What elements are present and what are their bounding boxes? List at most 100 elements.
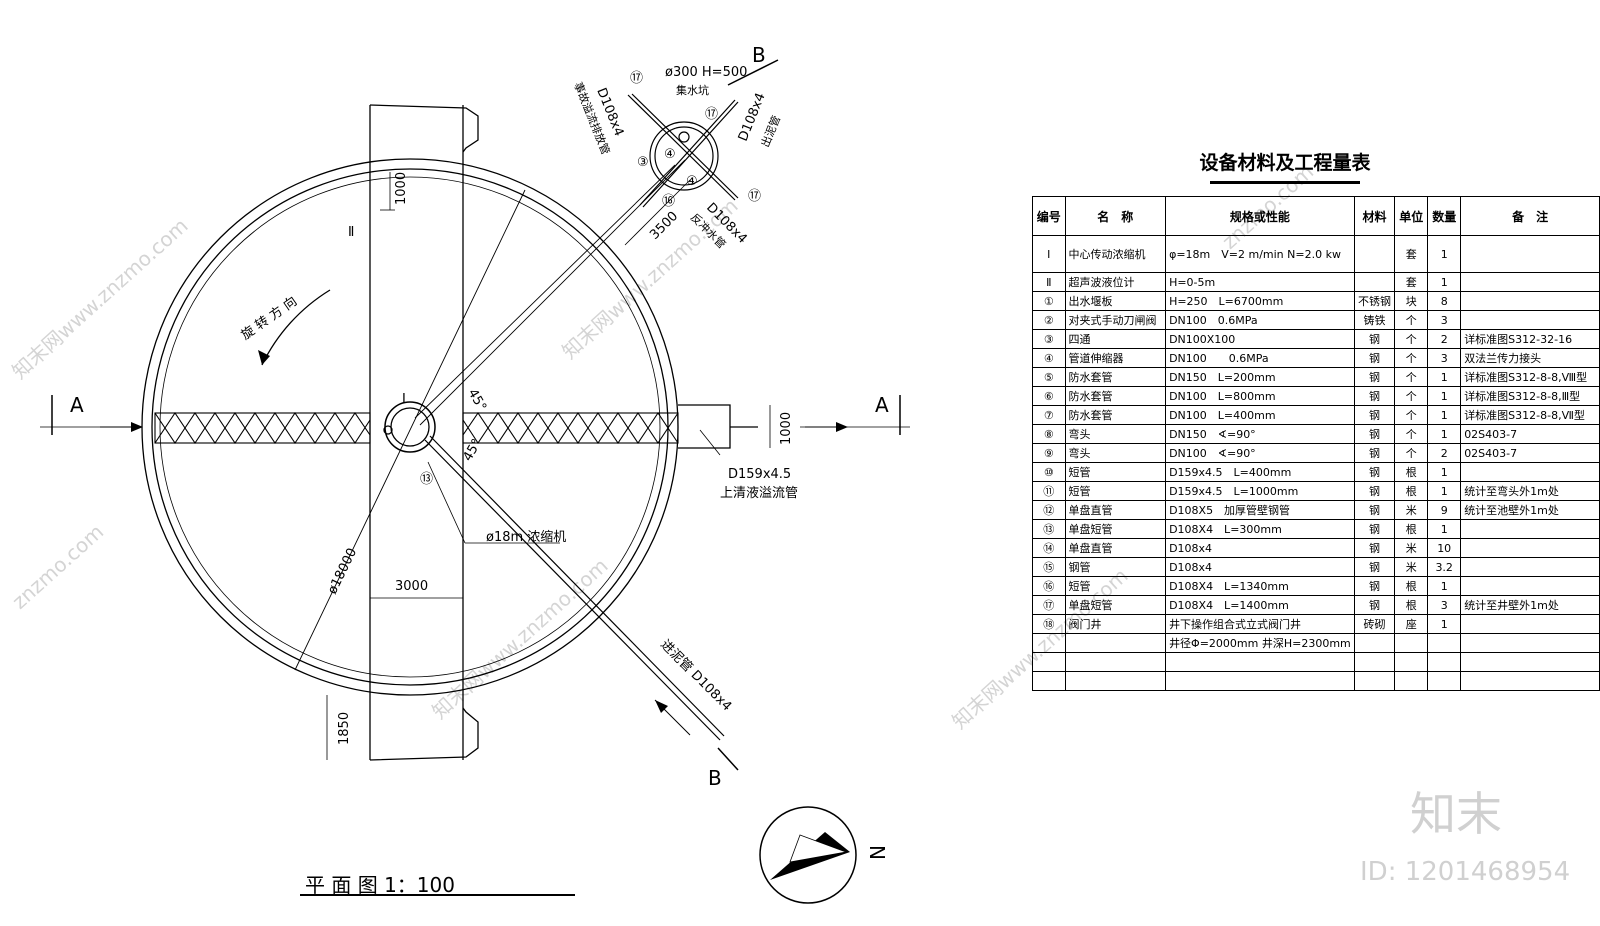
table-cell: 钢 xyxy=(1353,386,1396,406)
table-cell: 对夹式手动刀闸阀 xyxy=(1064,310,1167,330)
table-cell: 1 xyxy=(1427,405,1462,425)
table-cell: 1 xyxy=(1427,576,1462,596)
table-cell: ⑦ xyxy=(1032,405,1066,425)
table-cell: D108x4 xyxy=(1165,557,1355,577)
table-cell: D108X4 L=1340mm xyxy=(1165,576,1355,596)
table-cell xyxy=(1460,557,1600,577)
angle-45-lower: 45° xyxy=(460,437,485,464)
dim-3000: 3000 xyxy=(395,579,428,594)
table-header: 编号 名 称 规格或性能 材料 单位 数量 备 注 xyxy=(1032,196,1600,236)
table-cell xyxy=(1394,671,1429,691)
table-cell: 1 xyxy=(1427,462,1462,482)
table-cell: φ=18m V=2 m/min N=2.0 kw xyxy=(1165,235,1355,273)
plan-labels: A A B B ø18000 3000 1000 1000 1850 3500 … xyxy=(70,43,889,897)
table-row xyxy=(1032,671,1600,691)
table-cell xyxy=(1394,633,1429,653)
callout-4b: ④ xyxy=(686,174,698,189)
table-cell: DN150 ∢=90° xyxy=(1165,424,1355,444)
table-cell: 钢 xyxy=(1353,367,1396,387)
table-cell: DN100 ∢=90° xyxy=(1165,443,1355,463)
table-cell: 超声波液位计 xyxy=(1064,272,1167,292)
table-cell: ① xyxy=(1032,291,1066,311)
table-cell: 1 xyxy=(1427,424,1462,444)
table-cell: 1 xyxy=(1427,386,1462,406)
table-cell: 双法兰传力接头 xyxy=(1460,348,1600,368)
north-label: N xyxy=(865,845,889,860)
table-cell xyxy=(1460,235,1600,273)
table-cell: 2 xyxy=(1427,329,1462,349)
table-cell xyxy=(1460,633,1600,653)
table-cell xyxy=(1460,462,1600,482)
table-cell xyxy=(1427,671,1462,691)
table-cell: DN100 0.6MPa xyxy=(1165,348,1355,368)
overflow-name: 上清液溢流管 xyxy=(720,486,798,501)
table-cell xyxy=(1032,633,1066,653)
table-cell: 1 xyxy=(1427,519,1462,539)
table-cell: 9 xyxy=(1427,500,1462,520)
callout-17b: ⑰ xyxy=(705,107,718,122)
table-row xyxy=(1032,652,1600,672)
table-cell: 根 xyxy=(1394,576,1429,596)
table-cell: 钢 xyxy=(1353,576,1396,596)
table-cell: ⑪ xyxy=(1032,481,1066,501)
callout-II: Ⅱ xyxy=(348,225,354,240)
callout-3: ③ xyxy=(637,155,649,170)
table-cell: 根 xyxy=(1394,519,1429,539)
watermark-text: 知末网www.znzmo.com xyxy=(7,214,192,384)
table-cell: 单盘直管 xyxy=(1064,500,1167,520)
pipe-lines xyxy=(40,59,910,771)
table-cell: 根 xyxy=(1394,595,1429,615)
table-cell: 详标准图S312-8-8,Ⅷ型 xyxy=(1460,367,1600,387)
table-cell: 个 xyxy=(1394,424,1429,444)
table-cell: 钢 xyxy=(1353,500,1396,520)
section-b-bottom: B xyxy=(708,766,722,790)
table-cell: D108X5 加厚管壁钢管 xyxy=(1165,500,1355,520)
table-cell: 不锈钢 xyxy=(1353,291,1396,311)
table-cell: 砖砌 xyxy=(1353,614,1396,634)
table-cell: 根 xyxy=(1394,481,1429,501)
table-cell: 防水套管 xyxy=(1064,386,1167,406)
table-cell: 统计至弯头外1m处 xyxy=(1460,481,1600,501)
table-cell xyxy=(1394,652,1429,672)
table-cell: 铸铁 xyxy=(1353,310,1396,330)
tank-outer-wall xyxy=(141,158,679,696)
table-cell xyxy=(1427,652,1462,672)
table-cell: 短管 xyxy=(1064,481,1167,501)
table-cell xyxy=(1353,633,1396,653)
table-cell: 块 xyxy=(1394,291,1429,311)
table-cell: 钢 xyxy=(1353,557,1396,577)
table-cell xyxy=(1460,519,1600,539)
table-cell: 米 xyxy=(1394,500,1429,520)
header-cell: 名 称 xyxy=(1064,196,1167,236)
table-cell xyxy=(1032,671,1066,691)
table-cell: 10 xyxy=(1427,538,1462,558)
table-cell xyxy=(1165,671,1355,691)
table-cell: 02S403-7 xyxy=(1460,424,1600,444)
table-cell: 出水堰板 xyxy=(1064,291,1167,311)
thickener-label: ø18m 浓缩机 xyxy=(486,529,566,545)
table-cell: 统计至池壁外1m处 xyxy=(1460,500,1600,520)
north-arrow xyxy=(759,806,857,904)
table-cell: ⑧ xyxy=(1032,424,1066,444)
table-cell: 3 xyxy=(1427,310,1462,330)
table-cell: Ⅰ xyxy=(1032,235,1066,273)
table-cell: 详标准图S312-8-8,Ⅲ型 xyxy=(1460,386,1600,406)
table-cell: ④ xyxy=(1032,348,1066,368)
table-cell: H=250 L=6700mm xyxy=(1165,291,1355,311)
table-cell: 2 xyxy=(1427,443,1462,463)
table-cell: 套 xyxy=(1394,235,1429,273)
table-cell: 防水套管 xyxy=(1064,367,1167,387)
table-cell: 个 xyxy=(1394,405,1429,425)
